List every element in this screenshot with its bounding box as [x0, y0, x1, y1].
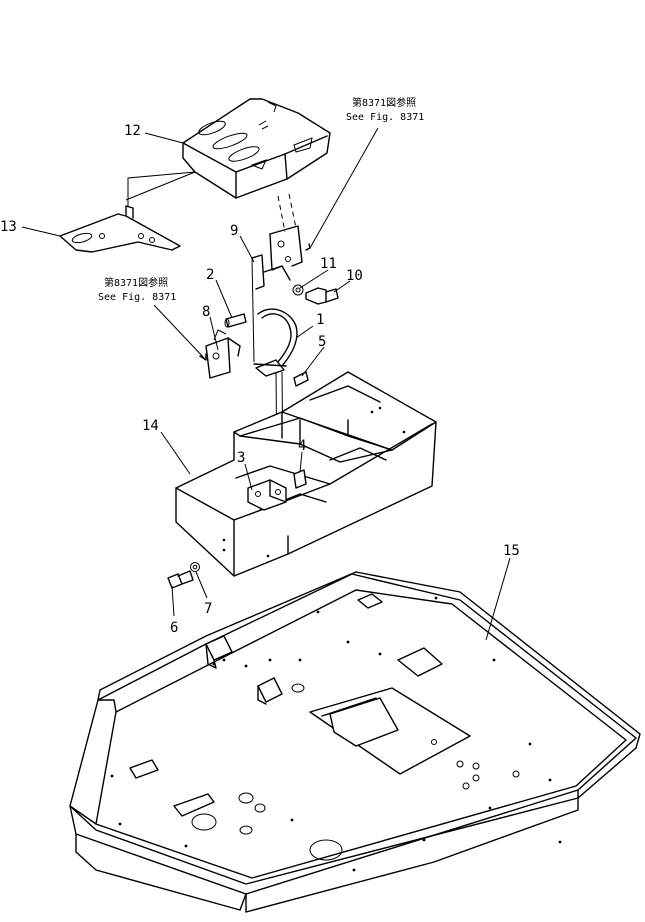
- callout-12: 12: [124, 123, 141, 139]
- floor-bracket-center: [257, 677, 283, 705]
- part-9-bracket: [251, 193, 303, 290]
- part-6-bolt: [167, 570, 194, 589]
- callout-3: 3: [237, 450, 245, 466]
- callout-4: 4: [298, 438, 306, 454]
- part-7-washer: [190, 562, 200, 572]
- part-1-lever: [253, 308, 298, 377]
- callout-11: 11: [320, 256, 337, 272]
- reference-upper-jp: 第8371図参照: [352, 96, 416, 109]
- part-5-pin: [293, 371, 309, 387]
- part-4-pin: [293, 469, 307, 489]
- part-11-washer: [292, 284, 304, 296]
- callout-9: 9: [230, 223, 238, 239]
- part-8-bracket: [205, 329, 241, 379]
- callout-labels: 1 2 3 4 5 6 7 8 9 10 11 12 13 14 15: [0, 123, 520, 636]
- part-10-bolt: [305, 287, 339, 305]
- reference-left-jp: 第8371図参照: [104, 276, 168, 289]
- callout-1: 1: [316, 312, 324, 328]
- callout-10: 10: [346, 268, 363, 284]
- part-3-bracket: [247, 479, 287, 511]
- reference-left-en: See Fig. 8371: [98, 292, 176, 303]
- callout-14: 14: [142, 418, 159, 434]
- reference-left: 第8371図参照 See Fig. 8371: [98, 276, 176, 303]
- part-2-pin: [224, 313, 247, 328]
- part-12-cover: [182, 98, 331, 199]
- part-13-bracket: [59, 171, 196, 253]
- callout-15: 15: [503, 543, 520, 559]
- callout-7: 7: [204, 601, 212, 617]
- reference-arrows: [199, 243, 311, 361]
- reference-upper: 第8371図参照 See Fig. 8371: [346, 96, 424, 123]
- callout-5: 5: [318, 334, 326, 350]
- floor-bracket-left: [205, 635, 233, 669]
- part-15-floor-plate: [69, 571, 641, 913]
- reference-upper-en: See Fig. 8371: [346, 112, 424, 123]
- leader-lines: [21, 127, 511, 641]
- callout-13: 13: [0, 219, 17, 235]
- callout-2: 2: [206, 267, 214, 283]
- callout-6: 6: [170, 620, 178, 636]
- part-14-console-box: [175, 371, 437, 577]
- callout-8: 8: [202, 304, 210, 320]
